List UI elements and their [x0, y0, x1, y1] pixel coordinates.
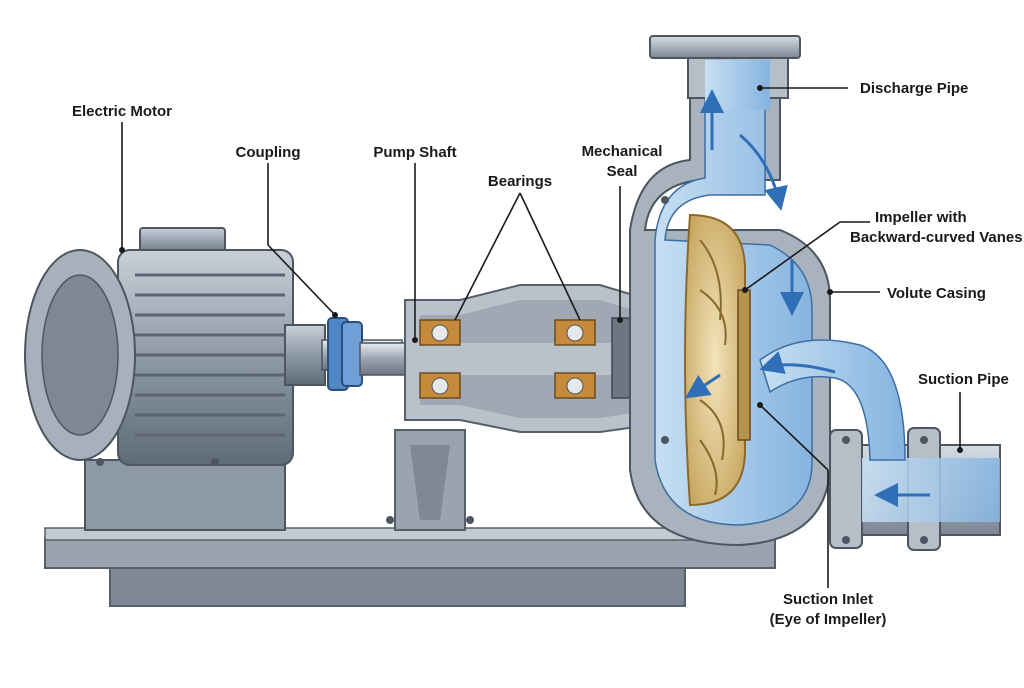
label-coupling: Coupling [236, 144, 301, 161]
base-plate [44, 527, 776, 607]
label-volute-casing: Volute Casing [887, 285, 986, 302]
label-bearings: Bearings [488, 173, 552, 190]
bearings [419, 319, 596, 399]
label-discharge-pipe: Discharge Pipe [860, 80, 968, 97]
label-electric-motor: Electric Motor [72, 103, 172, 120]
suction-pipe [759, 339, 1001, 551]
flow-arrows [685, 89, 930, 507]
label-suction-inlet-line1: Suction Inlet [783, 591, 873, 608]
electric-motor [24, 227, 326, 531]
bolts [96, 196, 928, 544]
label-impeller-line2: Backward-curved Vanes [850, 229, 1023, 246]
label-pump-shaft: Pump Shaft [373, 144, 456, 161]
label-suction-pipe: Suction Pipe [918, 371, 1009, 388]
impeller [684, 213, 751, 507]
label-mechanical-seal-line2: Seal [607, 163, 638, 180]
label-suction-inlet-line2: (Eye of Impeller) [770, 611, 887, 628]
label-mechanical-seal-line1: Mechanical [582, 143, 663, 160]
leader-lines [119, 85, 963, 588]
label-impeller-line1: Impeller with [875, 209, 967, 226]
